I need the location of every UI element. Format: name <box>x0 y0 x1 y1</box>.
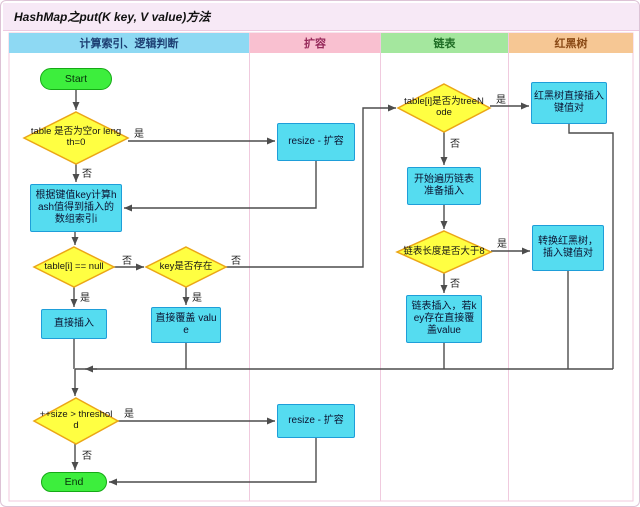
edge-label-yes: 是 <box>124 409 134 420</box>
node-traverse-list: 开始遍历链表准备插入 <box>407 167 481 205</box>
decision-treenode-label: table[i]是否为treeNode <box>404 96 484 118</box>
lane-header-resize: 扩容 <box>250 33 380 53</box>
node-resize-bottom: resize - 扩容 <box>277 404 355 438</box>
edge-label-yes: 是 <box>192 293 202 304</box>
edge-label-no: 否 <box>231 256 241 267</box>
node-compute-index: 根据键值key计算hash值得到插入的数组索引i <box>30 184 122 232</box>
edge-label-yes: 是 <box>80 293 90 304</box>
edge-label-no: 否 <box>450 279 460 290</box>
decision-size-threshold-label: ++size > threshold <box>39 409 113 431</box>
lane-header-index-logic: 计算索引、逻辑判断 <box>9 33 249 53</box>
decision-table-i-null-label: table[i] == null <box>44 260 104 272</box>
edge-label-yes: 是 <box>134 129 144 140</box>
diagram-title: HashMap之put(K key, V value)方法 <box>3 3 639 31</box>
edge-label-yes: 是 <box>496 95 506 106</box>
decision-list-length-label: 链表长度是否大于8 <box>403 245 485 257</box>
decision-list-length-shape <box>395 230 493 274</box>
node-direct-override: 直接覆盖 value <box>151 307 221 343</box>
decision-treenode-shape <box>396 83 492 133</box>
node-rbtree-direct-insert: 红黑树直接插入键值对 <box>531 82 607 124</box>
edge-label-no: 否 <box>82 451 92 462</box>
decision-shapes <box>22 83 493 445</box>
decision-table-i-null-shape <box>32 246 116 288</box>
node-end: End <box>41 472 107 492</box>
lane-header-linked-list: 链表 <box>381 33 508 53</box>
decision-key-exists-shape <box>144 246 228 288</box>
edge-label-yes: 是 <box>497 239 507 250</box>
node-resize-top: resize - 扩容 <box>277 123 355 161</box>
decision-table-empty-label: table 是否为空or length=0 <box>30 126 122 148</box>
node-list-insert: 链表插入，若key存在直接覆盖value <box>406 295 482 343</box>
decision-table-empty-shape <box>22 111 130 165</box>
lane-header-red-black-tree: 红黑树 <box>509 33 633 53</box>
decision-size-threshold-shape <box>32 397 120 445</box>
node-direct-insert: 直接插入 <box>41 309 107 339</box>
node-start: Start <box>40 68 112 90</box>
node-convert-rbtree: 转换红黑树，插入键值对 <box>532 225 604 271</box>
edge-label-no: 否 <box>450 139 460 150</box>
edge-label-no: 否 <box>122 256 132 267</box>
edge-label-no: 否 <box>82 169 92 180</box>
flow-edges <box>70 90 614 486</box>
decision-key-exists-label: key是否存在 <box>159 260 213 272</box>
